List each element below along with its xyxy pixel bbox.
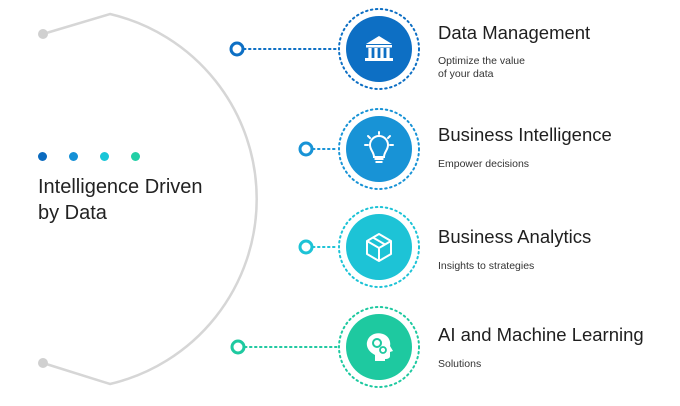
subtitle-line: Empower decisions (438, 158, 530, 170)
dot-2 (69, 152, 78, 161)
item-subtitle-business-analytics: Insights to strategies (438, 260, 638, 273)
item-title-business-intelligence: Business Intelligence (438, 124, 612, 145)
item-title-data-management: Data Management (438, 22, 591, 43)
subtitle-line: Optimize the value (438, 55, 525, 67)
dot-3 (100, 152, 109, 161)
items-layer (229, 8, 420, 388)
icon-dotted-ring (338, 306, 420, 388)
subtitle-line: Solutions (438, 358, 482, 370)
arc-node (298, 141, 314, 157)
headline-line-2: by Data (38, 202, 107, 224)
arc-node (298, 239, 314, 255)
item-title-business-analytics: Business Analytics (438, 226, 592, 247)
dot-1 (38, 152, 47, 161)
arc-end-top (38, 29, 48, 39)
main-arc (42, 12, 258, 386)
headline-line-1: Intelligence Driven (38, 176, 203, 198)
arc-end-bottom (38, 358, 48, 368)
item-subtitle-data-management: Optimize the value of your data (438, 55, 638, 81)
subtitle-line: of your data (438, 68, 494, 80)
icon-dotted-ring (338, 8, 420, 90)
lightbulb-icon (364, 131, 394, 163)
arc-node (230, 339, 246, 355)
dot-4 (131, 152, 140, 161)
icon-circle (346, 16, 412, 82)
icon-dotted-ring (338, 108, 420, 190)
icon-dotted-ring (338, 206, 420, 288)
item-title-ai-machine-learning: AI and Machine Learning (438, 324, 644, 345)
subtitle-line: Insights to strategies (438, 260, 535, 272)
item-graphic-2 (298, 108, 420, 190)
icon-circle (346, 116, 412, 182)
box-icon (366, 233, 392, 262)
item-graphic-3 (298, 206, 420, 288)
head-gears-icon (366, 333, 393, 361)
item-subtitle-ai-machine-learning: Solutions (438, 358, 638, 371)
item-subtitle-business-intelligence: Empower decisions (438, 158, 638, 171)
arc-node (229, 41, 245, 57)
item-graphic-1 (229, 8, 420, 90)
headline: Intelligence Driven by Data (38, 174, 238, 226)
bank-icon (365, 36, 393, 61)
item-graphic-4 (230, 306, 420, 388)
